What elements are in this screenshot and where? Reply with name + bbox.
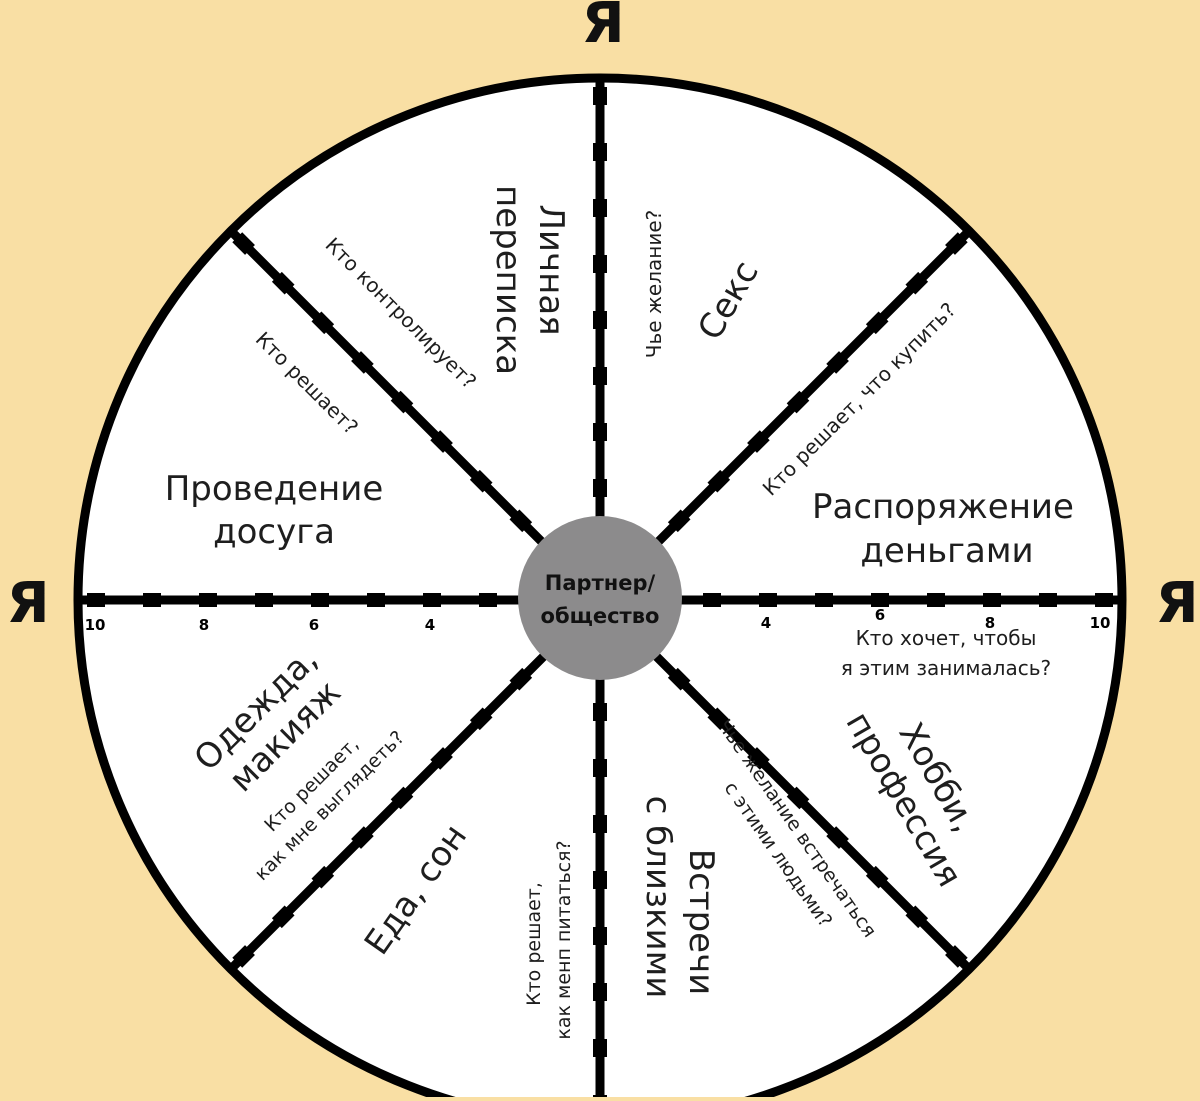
scale-tick [423, 593, 441, 607]
scale-tick [593, 871, 607, 889]
scale-tick [593, 199, 607, 217]
scale-tick [593, 367, 607, 385]
scale-tick [469, 707, 493, 731]
scale-tick [983, 593, 1001, 607]
scale-tick [815, 593, 833, 607]
scale-tick [593, 759, 607, 777]
scale-tick [351, 826, 374, 849]
scale-tick [707, 469, 731, 493]
scale-tick [311, 865, 335, 889]
scale-tick [593, 143, 607, 161]
scale-tick [593, 311, 607, 329]
scale-tick [865, 865, 889, 889]
sector-title: Личная [531, 204, 571, 335]
scale-tick [479, 593, 497, 607]
scale-tick [367, 593, 385, 607]
scale-number: 10 [85, 616, 106, 634]
scale-tick [469, 469, 493, 493]
scale-number: 4 [761, 614, 771, 632]
sector-question: Кто решает, [523, 882, 545, 1006]
scale-tick [703, 593, 721, 607]
scale-tick [1095, 593, 1113, 607]
scale-tick [945, 232, 968, 255]
scale-tick [747, 430, 770, 453]
scale-tick [593, 423, 607, 441]
scale-number: 4 [425, 616, 435, 634]
spokes [78, 78, 1122, 1101]
scale-tick [786, 786, 810, 810]
scale-tick [143, 593, 161, 607]
scale-tick [945, 945, 968, 968]
scale-tick [232, 232, 255, 255]
scale-tick [390, 786, 414, 810]
scale-tick [311, 593, 329, 607]
scale-tick [1039, 593, 1057, 607]
scale-tick [593, 255, 607, 273]
scale-tick [390, 390, 414, 414]
center-label-line2: общество [541, 604, 660, 628]
sector-question: я этим занималась? [841, 656, 1051, 680]
scale-number: 8 [199, 616, 209, 634]
scale-tick [826, 826, 849, 849]
scale-tick [707, 707, 731, 731]
sector-question: Кто хочет, чтобы [856, 626, 1037, 650]
corner-label-left: Я [6, 571, 49, 636]
scale-tick [927, 593, 945, 607]
scale-tick [786, 390, 810, 414]
scale-number: 8 [985, 614, 995, 632]
scale-tick [271, 271, 295, 295]
scale-tick [87, 593, 105, 607]
sector-title: переписка [488, 185, 528, 375]
scale-tick [865, 311, 889, 335]
scale-tick [351, 351, 374, 374]
spoke-line [227, 596, 604, 973]
scale-tick [311, 311, 335, 335]
sector-title: с близкими [638, 796, 678, 999]
scale-tick [593, 479, 607, 497]
scale-number: 6 [875, 606, 885, 624]
scale-number: 6 [309, 616, 319, 634]
sector-title: Распоряжение [812, 487, 1074, 527]
scale-tick [430, 430, 453, 453]
scale-tick [871, 593, 889, 607]
scale-tick [593, 815, 607, 833]
sector-question: как менп питаться? [553, 840, 575, 1039]
scale-tick [905, 271, 929, 295]
scale-tick [593, 703, 607, 721]
spoke-line [596, 596, 973, 973]
scale-number: 10 [1090, 614, 1111, 632]
sector-title: деньгами [860, 531, 1033, 571]
scale-tick [255, 593, 273, 607]
scale-tick [667, 509, 691, 533]
sector-title: досуга [213, 512, 335, 552]
scale-tick [593, 87, 607, 105]
corner-label-top: Я [581, 0, 624, 56]
scale-tick [430, 747, 453, 770]
scale-tick [199, 593, 217, 607]
scale-tick [509, 667, 533, 691]
scale-tick [232, 945, 255, 968]
scale-tick [593, 1039, 607, 1057]
scale-tick [271, 905, 295, 929]
scale-tick [509, 509, 533, 533]
scale-tick [826, 351, 849, 374]
scale-tick [593, 927, 607, 945]
scale-tick [759, 593, 777, 607]
scale-tick [747, 747, 770, 770]
center-label-line1: Партнер/ [545, 571, 656, 595]
sector-title: Встречи [681, 849, 721, 996]
spoke-line [596, 227, 973, 604]
corner-label-right: Я [1155, 571, 1198, 636]
scale-tick [667, 667, 691, 691]
sector-title: Проведение [165, 469, 384, 509]
scale-tick [905, 905, 929, 929]
spoke-line [227, 227, 604, 604]
scale-tick [593, 983, 607, 1001]
sector-question: Чье желание? [642, 210, 666, 359]
center-disc [518, 516, 682, 680]
